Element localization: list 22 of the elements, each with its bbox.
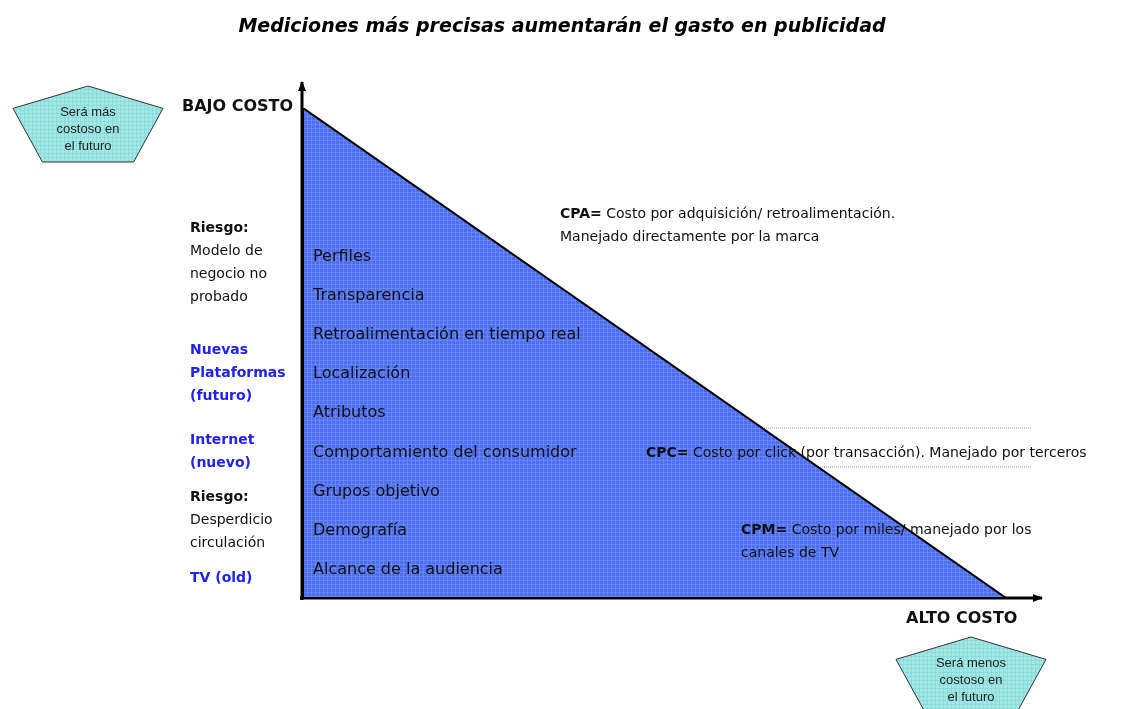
note-text: CPM= Costo por miles/ manejado por los canales de TV	[741, 520, 1033, 562]
axis-label: BAJO COSTO	[182, 95, 294, 117]
list-item-text: Alcance de la audiencia	[313, 558, 503, 578]
category-label: TV (old)	[190, 568, 254, 587]
list-item-text: Atributos	[313, 402, 386, 422]
shape-text: Será menos costoso en el futuro	[934, 654, 1008, 705]
note-text: CPA= Costo por adquisición/ retroalimentación. Manejado directamente por la marca	[560, 204, 897, 246]
shape-text: Será más costoso en el futuro	[55, 103, 121, 154]
axis-label: ALTO COSTO	[906, 607, 1018, 629]
list-item-text: Transparencia	[313, 285, 425, 305]
list-item-text: Localización	[313, 363, 411, 383]
category-label: Nuevas Plataformas (futuro)	[190, 340, 287, 405]
list-item-text: Grupos objetivo	[313, 480, 440, 500]
list-item-text: Perfiles	[313, 246, 372, 265]
list-item-text: Comportamiento del consumidor	[313, 441, 577, 461]
category-label: Internet (nuevo)	[190, 430, 256, 472]
note-text: Riesgo: Desperdicio circulación	[190, 487, 274, 552]
list-item-text: Demografía	[313, 519, 407, 539]
note-text: Riesgo: Modelo de negocio no probado	[190, 218, 268, 306]
chart-title: Mediciones más precisas aumentarán el gasto en publicidad	[237, 14, 887, 36]
note-text: CPC= Costo por click (por transacción). Manejado por terceros	[646, 443, 1087, 462]
list-item-text: Retroalimentación en tiempo real	[313, 324, 581, 344]
